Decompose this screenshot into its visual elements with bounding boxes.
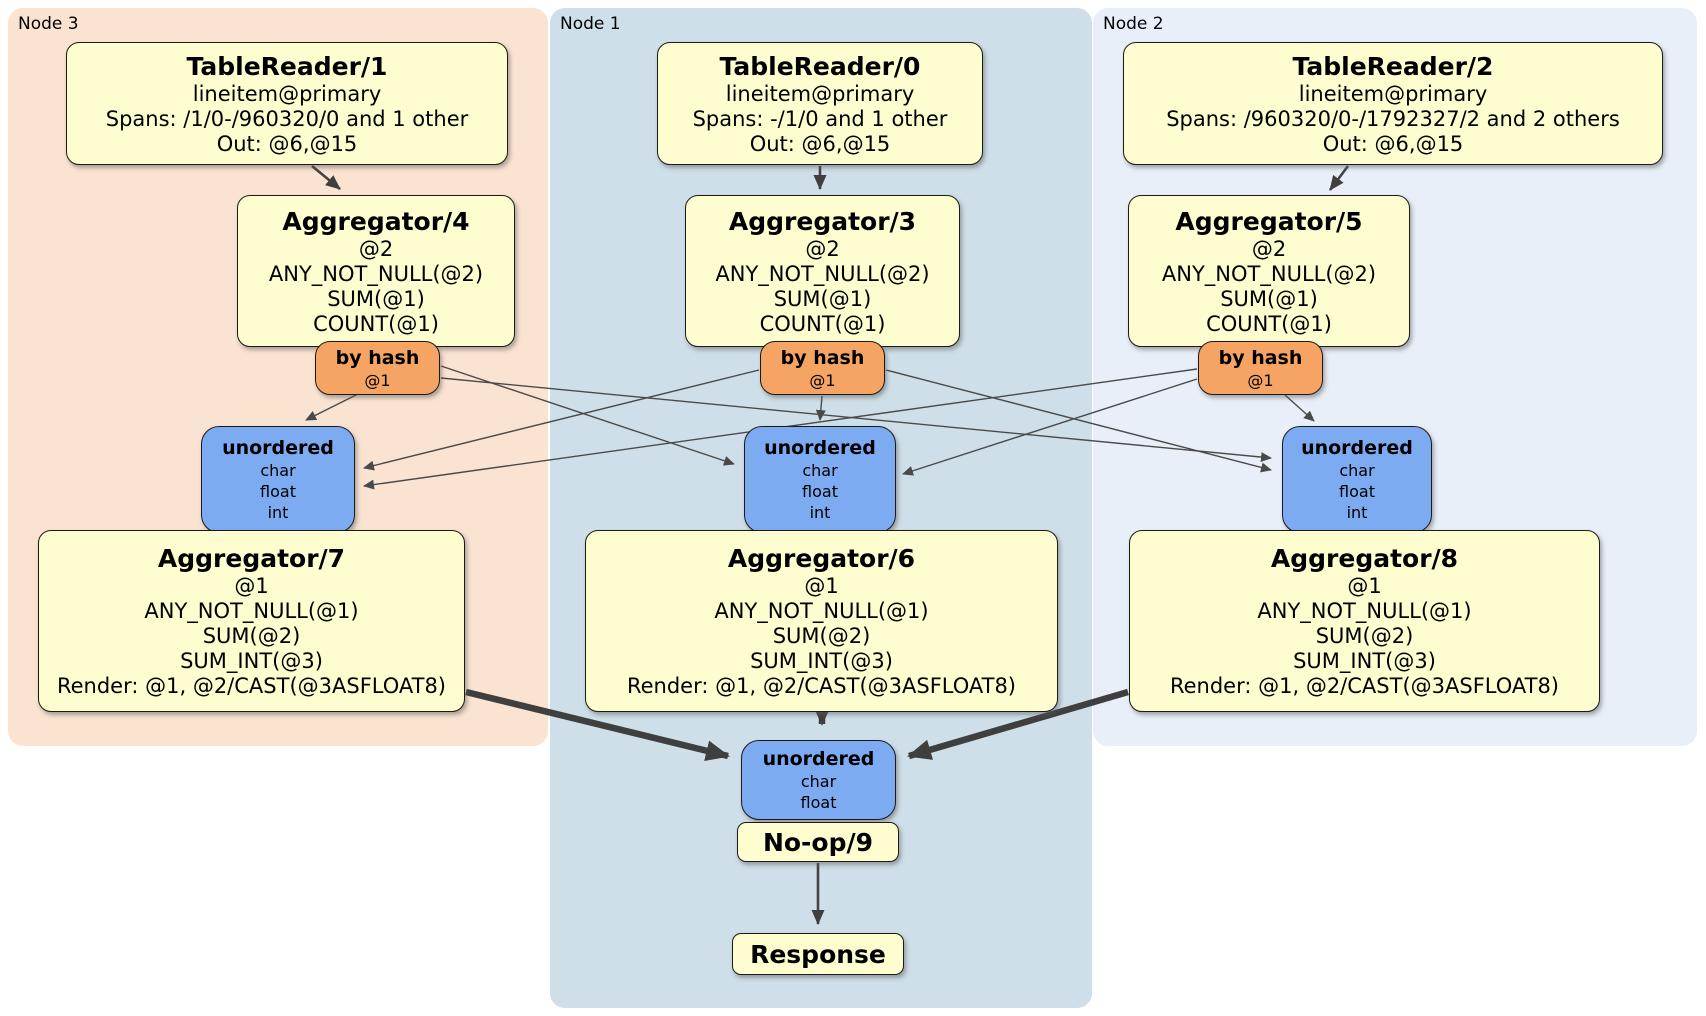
box-title: by hash: [1218, 346, 1303, 369]
box-line: @1: [364, 370, 391, 390]
box-line: @1: [234, 574, 269, 598]
box-line: int: [1346, 503, 1368, 522]
sync-unordered-node1: unordered char float int: [744, 426, 896, 533]
sync-unordered-final: unordered char float: [741, 740, 896, 820]
box-line: SUM(@1): [327, 286, 425, 311]
box-tablereader-2: TableReader/2 lineitem@primary Spans: /9…: [1123, 42, 1663, 165]
box-line: ANY_NOT_NULL(@1): [1257, 599, 1472, 623]
box-title: Aggregator/5: [1175, 206, 1363, 236]
region-node2-label: Node 2: [1103, 14, 1164, 34]
box-line: SUM(@1): [1220, 286, 1318, 311]
box-line: Spans: /1/0-/960320/0 and 1 other: [105, 106, 469, 131]
box-line: lineitem@primary: [725, 81, 915, 106]
sync-unordered-node2: unordered char float int: [1282, 426, 1432, 533]
box-line: Out: @6,@15: [216, 131, 358, 156]
box-line: @2: [805, 236, 840, 261]
box-aggregator-4: Aggregator/4 @2 ANY_NOT_NULL(@2) SUM(@1)…: [237, 195, 515, 347]
box-line: float: [802, 482, 838, 501]
box-response: Response: [732, 933, 904, 975]
box-line: @1: [1347, 574, 1382, 598]
box-line: @2: [1251, 236, 1287, 261]
router-by-hash-node3: by hash @1: [315, 341, 440, 395]
box-line: Render: @1, @2/CAST(@3ASFLOAT8): [1169, 674, 1560, 698]
box-line: Render: @1, @2/CAST(@3ASFLOAT8): [56, 674, 447, 698]
box-line: float: [1339, 482, 1375, 501]
box-title: Aggregator/4: [282, 206, 470, 236]
box-line: SUM_INT(@3): [1293, 649, 1436, 673]
box-line: @2: [358, 236, 394, 261]
box-line: int: [809, 503, 831, 522]
box-line: char: [802, 461, 838, 480]
box-title: TableReader/2: [1292, 51, 1494, 81]
box-aggregator-7: Aggregator/7 @1 ANY_NOT_NULL(@1) SUM(@2)…: [38, 530, 465, 712]
box-line: int: [267, 503, 289, 522]
box-title: by hash: [335, 346, 420, 369]
box-title: Aggregator/8: [1270, 544, 1459, 573]
box-line: ANY_NOT_NULL(@1): [714, 599, 929, 623]
box-line: lineitem@primary: [192, 81, 382, 106]
box-line: SUM(@1): [773, 286, 872, 311]
box-line: COUNT(@1): [759, 311, 886, 336]
box-line: ANY_NOT_NULL(@2): [1161, 261, 1377, 286]
box-line: SUM(@2): [1315, 624, 1414, 648]
box-title: Aggregator/6: [727, 544, 916, 573]
box-line: SUM_INT(@3): [750, 649, 893, 673]
box-line: char: [1339, 461, 1375, 480]
box-line: SUM_INT(@3): [180, 649, 323, 673]
box-title: unordered: [764, 437, 876, 459]
box-line: @1: [804, 574, 839, 598]
region-node3-label: Node 3: [18, 14, 79, 34]
box-title: unordered: [222, 437, 334, 459]
box-noop-9: No-op/9: [737, 822, 899, 862]
box-line: float: [800, 793, 837, 812]
box-title: TableReader/0: [719, 51, 921, 81]
box-title: No-op/9: [762, 827, 874, 857]
box-line: char: [260, 461, 296, 480]
router-by-hash-node2: by hash @1: [1198, 341, 1323, 395]
box-line: ANY_NOT_NULL(@2): [715, 261, 930, 286]
box-line: @1: [809, 370, 836, 390]
box-line: SUM(@2): [772, 624, 871, 648]
box-line: lineitem@primary: [1298, 81, 1488, 106]
region-node1-label: Node 1: [560, 14, 621, 34]
box-title: TableReader/1: [186, 51, 388, 81]
box-line: ANY_NOT_NULL(@2): [268, 261, 484, 286]
box-line: Out: @6,@15: [749, 131, 891, 156]
box-line: Spans: -/1/0 and 1 other: [692, 106, 948, 131]
box-line: @1: [1247, 370, 1274, 390]
box-title: Aggregator/3: [728, 206, 917, 236]
box-line: Out: @6,@15: [1322, 131, 1464, 156]
box-line: COUNT(@1): [1206, 311, 1332, 336]
box-aggregator-3: Aggregator/3 @2 ANY_NOT_NULL(@2) SUM(@1)…: [685, 195, 960, 347]
box-line: ANY_NOT_NULL(@1): [144, 599, 359, 623]
sync-unordered-node3: unordered char float int: [201, 426, 355, 533]
box-line: COUNT(@1): [313, 311, 439, 336]
box-title: unordered: [1301, 437, 1413, 459]
box-aggregator-5: Aggregator/5 @2 ANY_NOT_NULL(@2) SUM(@1)…: [1128, 195, 1410, 347]
box-title: by hash: [780, 346, 865, 369]
box-line: Render: @1, @2/CAST(@3ASFLOAT8): [626, 674, 1017, 698]
box-tablereader-1: TableReader/1 lineitem@primary Spans: /1…: [66, 42, 508, 165]
box-tablereader-0: TableReader/0 lineitem@primary Spans: -/…: [657, 42, 983, 165]
box-title: unordered: [762, 748, 875, 770]
box-title: Aggregator/7: [157, 544, 346, 573]
box-line: Spans: /960320/0-/1792327/2 and 2 others: [1166, 106, 1620, 131]
box-line: float: [260, 482, 296, 501]
box-title: Response: [750, 939, 886, 969]
router-by-hash-node1: by hash @1: [760, 341, 885, 395]
box-aggregator-8: Aggregator/8 @1 ANY_NOT_NULL(@1) SUM(@2)…: [1129, 530, 1600, 712]
box-line: SUM(@2): [202, 624, 301, 648]
box-aggregator-6: Aggregator/6 @1 ANY_NOT_NULL(@1) SUM(@2)…: [585, 530, 1058, 712]
box-line: char: [800, 772, 837, 791]
